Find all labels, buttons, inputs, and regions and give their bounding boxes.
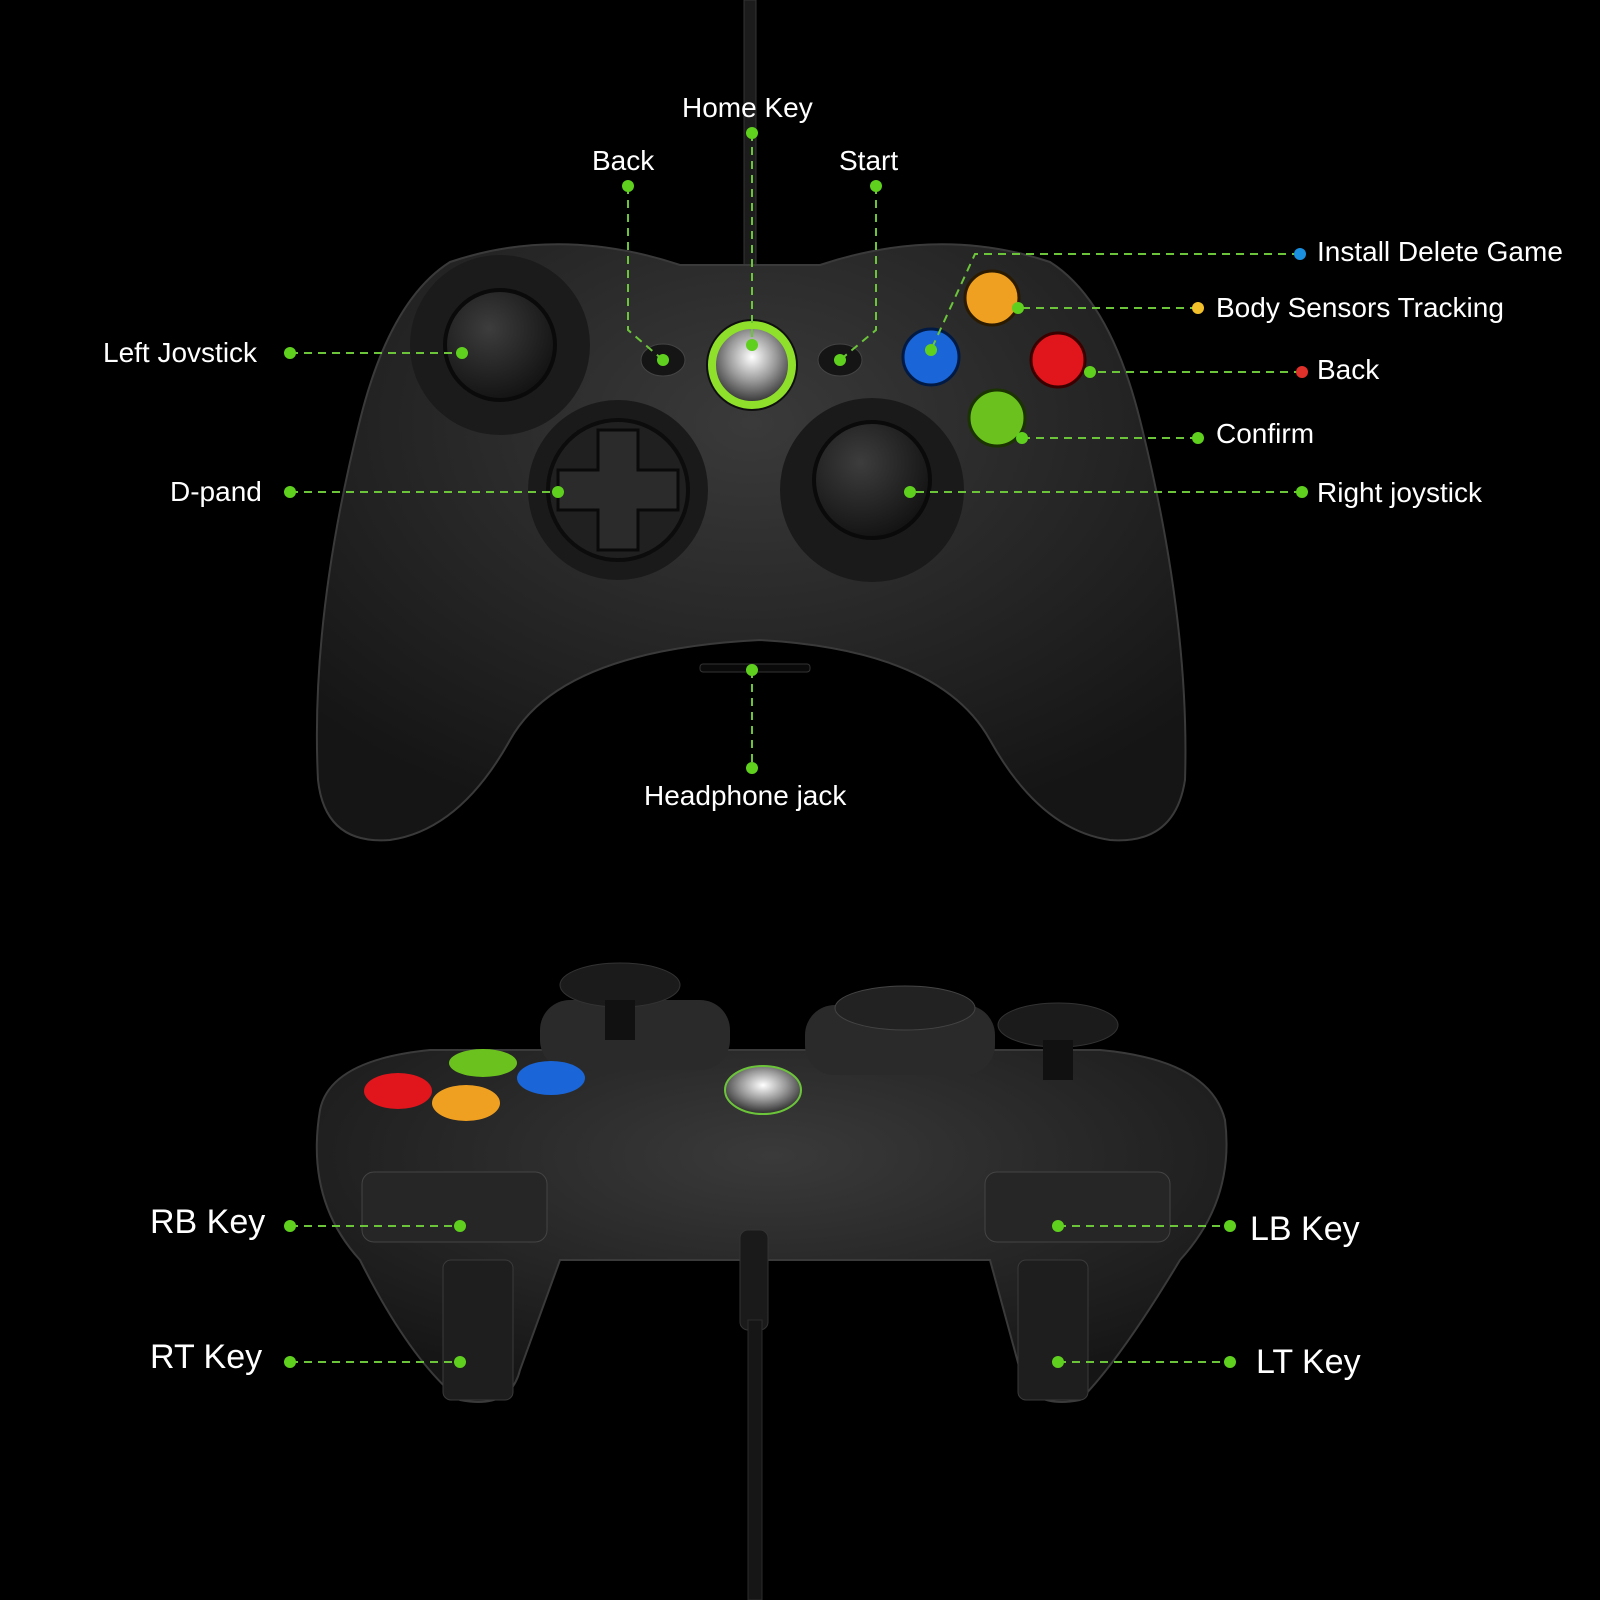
front-controller-body bbox=[315, 962, 1228, 1600]
label-confirm: Confirm bbox=[1216, 418, 1315, 449]
label-d-pad: D-pand bbox=[170, 476, 262, 507]
label-headphone-jack: Headphone jack bbox=[644, 780, 847, 811]
leader-dots bbox=[284, 127, 1308, 1368]
cable-top bbox=[743, 0, 757, 281]
leader-lines bbox=[290, 133, 1302, 1363]
top-controller-body bbox=[315, 243, 1187, 842]
label-lb-key: LB Key bbox=[1250, 1210, 1360, 1248]
label-right-joystick: Right joystick bbox=[1317, 477, 1482, 508]
label-rt-key: RT Key bbox=[150, 1338, 263, 1376]
label-back-right: Back bbox=[1317, 354, 1380, 385]
label-start: Start bbox=[839, 145, 899, 176]
label-lt-key: LT Key bbox=[1256, 1343, 1361, 1381]
label-rb-key: RB Key bbox=[150, 1203, 266, 1241]
label-left-joystick: Left Jovstick bbox=[103, 337, 258, 368]
label-install-delete-game: Install Delete Game bbox=[1317, 236, 1563, 267]
label-body-sensors-tracking: Body Sensors Tracking bbox=[1216, 292, 1504, 323]
label-home-key: Home Key bbox=[682, 92, 813, 123]
label-back-top: Back bbox=[592, 145, 655, 176]
